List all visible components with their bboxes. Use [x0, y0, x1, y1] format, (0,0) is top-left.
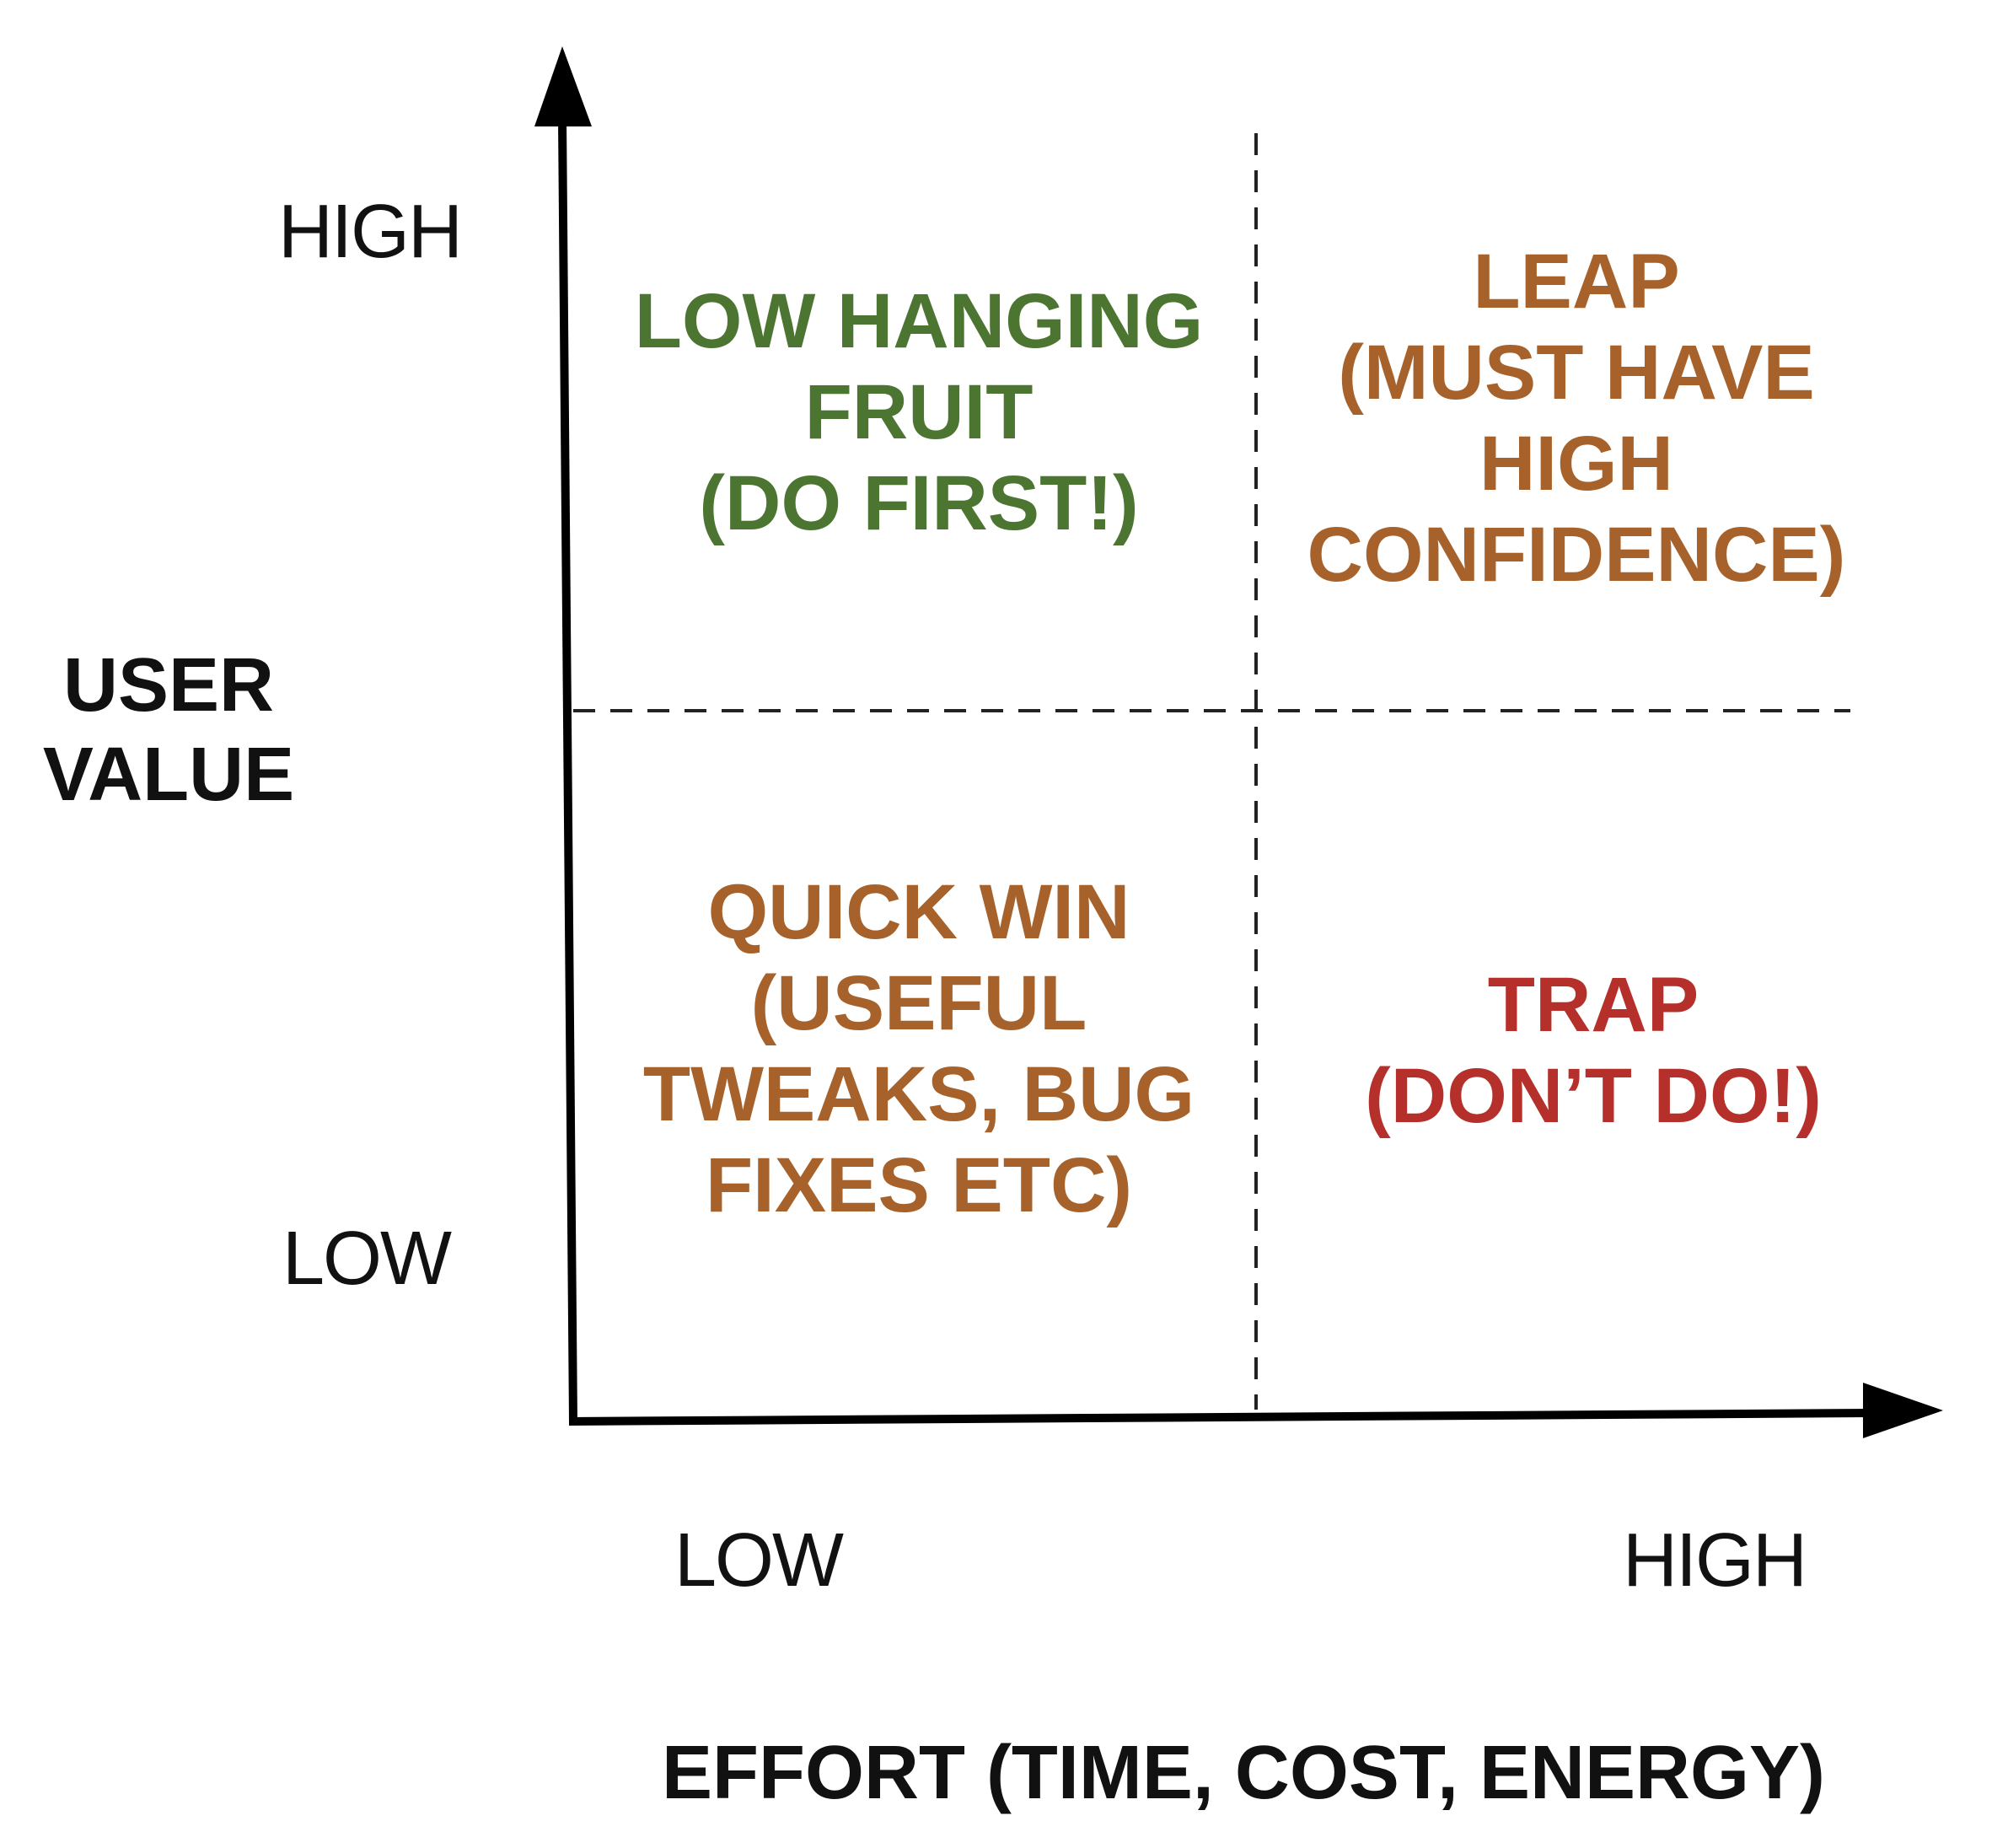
x-axis-arrowhead — [1863, 1383, 1943, 1438]
quadrant-label-line: HIGH — [1479, 421, 1673, 507]
y-axis-title: USER VALUE — [42, 641, 295, 819]
y-axis-title-line-2: VALUE — [42, 733, 295, 817]
quadrant-label-line: (DO FIRST!) — [699, 460, 1139, 546]
quadrant-low-hanging-fruit: LOW HANGING FRUIT (DO FIRST!) — [582, 276, 1256, 549]
y-axis-arrowhead — [534, 46, 592, 126]
y-tick-low: LOW — [282, 1217, 452, 1301]
quadrant-label-line: LEAP — [1473, 239, 1680, 325]
x-axis-title: EFFORT (TIME, COST, ENERGY) — [662, 1731, 1826, 1815]
quadrant-quick-win: QUICK WIN (USEFUL TWEAKS, BUG FIXES ETC) — [582, 867, 1256, 1231]
quadrant-label-line: (DON’T DO!) — [1365, 1053, 1822, 1139]
quadrant-trap: TRAP (DON’T DO!) — [1264, 959, 1922, 1142]
y-axis-title-line-1: USER — [62, 643, 275, 728]
y-axis-line — [558, 117, 577, 1424]
quadrant-label-line: FRUIT — [804, 369, 1034, 455]
x-tick-high: HIGH — [1623, 1518, 1807, 1603]
quadrant-label-line: (MUST HAVE — [1338, 330, 1815, 416]
quadrant-leap: LEAP (MUST HAVE HIGH CONFIDENCE) — [1264, 236, 1888, 600]
y-tick-high: HIGH — [278, 190, 463, 274]
quadrant-label-line: CONFIDENCE) — [1307, 512, 1846, 598]
quadrant-label-line: TRAP — [1487, 962, 1699, 1048]
quadrant-label-line: LOW HANGING — [634, 278, 1204, 364]
quadrant-label-line: FIXES ETC) — [705, 1142, 1133, 1228]
x-tick-low: LOW — [674, 1518, 844, 1603]
quadrant-label-line: QUICK WIN — [707, 869, 1130, 955]
x-axis-line — [568, 1409, 1872, 1426]
quadrant-label-line: TWEAKS, BUG — [642, 1051, 1195, 1137]
quadrant-label-line: (USEFUL — [750, 960, 1087, 1046]
